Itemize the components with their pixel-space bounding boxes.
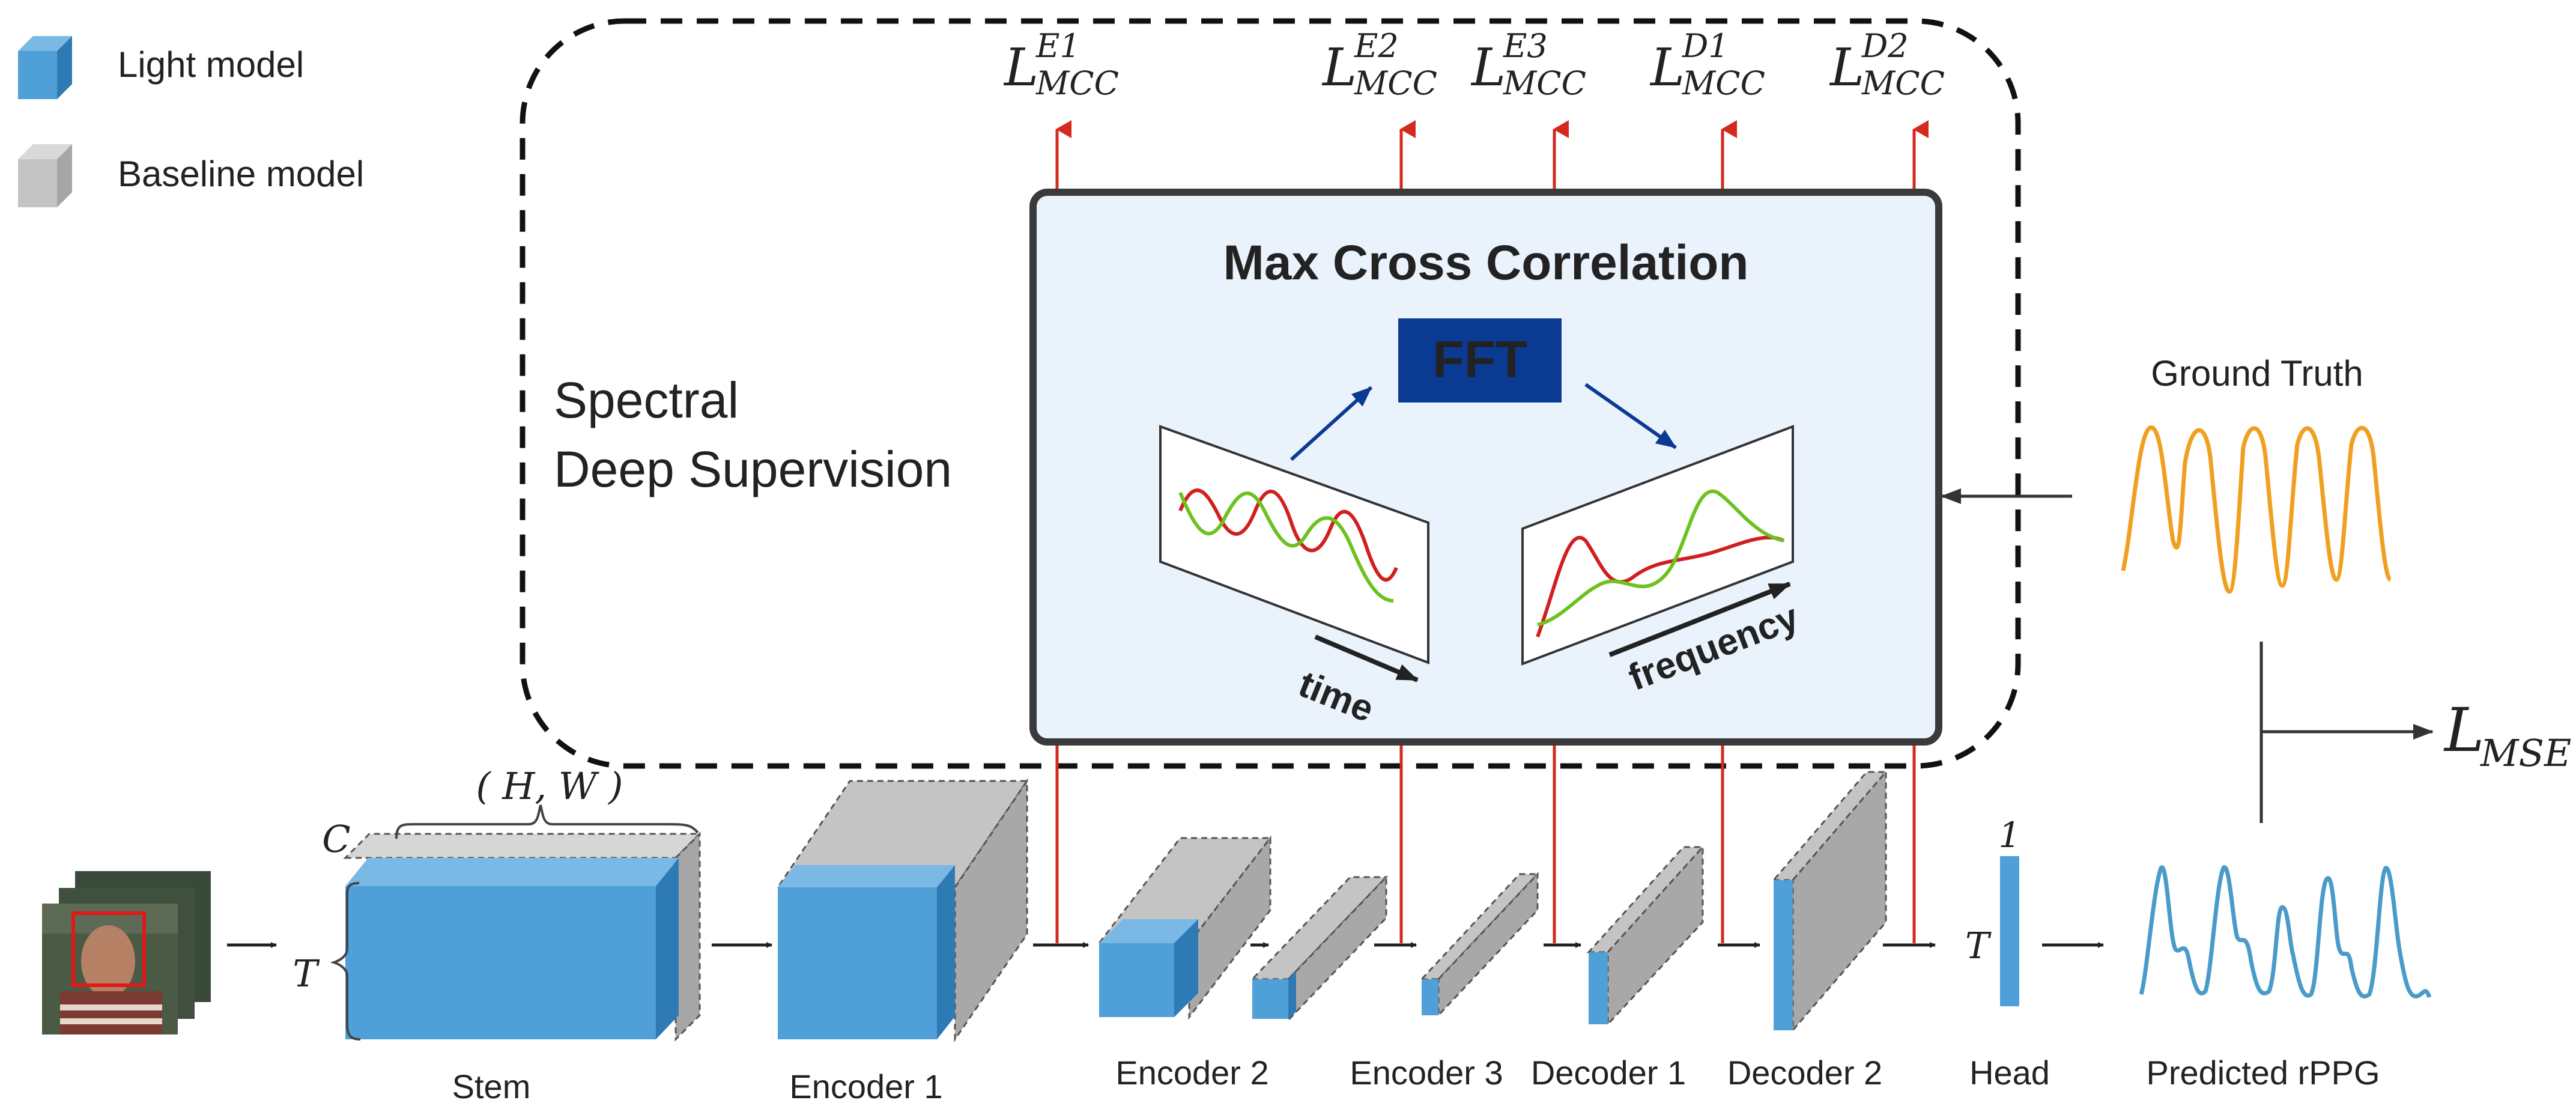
freq-wave-green [1537, 489, 1784, 627]
stage-label-decoder2: Decoder 2 [1727, 1054, 1882, 1092]
encoder2-block [1097, 835, 1273, 1020]
dim-t: T [292, 952, 320, 995]
ground-truth-label: Ground Truth [2151, 353, 2363, 393]
stage-label-encoder3: Encoder 3 [1350, 1054, 1503, 1092]
svg-text:L: L [1470, 38, 1506, 98]
svg-text:MCC: MCC [1682, 64, 1765, 102]
svg-text:MCC: MCC [1354, 64, 1437, 102]
svg-text:D1: D1 [1682, 27, 1729, 65]
supervision-title-line1: Spectral [554, 372, 739, 428]
time-wave-red [1178, 488, 1398, 582]
loss-labels: L E1 MCC L E2 MCC L E3 MCC L D1 MCC L MC… [1003, 27, 1945, 102]
encoder3b-block [1419, 872, 1540, 1018]
time-domain-panel: time [1159, 425, 1429, 731]
max-cross-correlation-box: Max Cross Correlation FFT time frequency [1029, 189, 1942, 746]
decoder1-block [1586, 845, 1705, 1027]
time-wave-green [1178, 491, 1394, 603]
decoder2-block [1771, 769, 1888, 1033]
face-roi-box [71, 911, 146, 987]
encoder1-block [776, 778, 1029, 1042]
loss-label-d2: L MCC D2 MCC [1829, 27, 1945, 102]
loss-label-e1: L E1 MCC [1003, 27, 1119, 102]
svg-text:E3: E3 [1503, 27, 1548, 65]
mse-loss-label: L [2443, 695, 2484, 765]
svg-text:MCC: MCC [1861, 64, 1945, 102]
dim-head-t: T [1965, 925, 1992, 967]
dim-hw: ( H, W ) [476, 764, 623, 808]
svg-text:MCC: MCC [1035, 64, 1119, 102]
legend-light-model: Light model [118, 44, 304, 85]
head-block [2000, 856, 2019, 1006]
dim-c: C [322, 817, 350, 861]
mse-loss-sub: MSE [2480, 731, 2571, 775]
input-face-frames [42, 871, 211, 1035]
stem-dimension-braces [330, 804, 699, 1041]
svg-text:L: L [1003, 38, 1038, 98]
encoder3-block [1250, 875, 1389, 1022]
stage-label-decoder1: Decoder 1 [1531, 1054, 1686, 1092]
legend: Light model Baseline model [18, 36, 364, 207]
deep-supervision-region [520, 18, 2021, 769]
svg-text:E2: E2 [1354, 27, 1399, 65]
stage-label-encoder2: Encoder 2 [1115, 1054, 1268, 1092]
supervision-title-line2: Deep Supervision [554, 441, 952, 497]
from-fft-arrow [1584, 383, 1677, 449]
loss-label-e2: L E2 MCC [1321, 27, 1437, 102]
svg-text:E1: E1 [1035, 27, 1080, 65]
fft-label: FFT [1432, 331, 1527, 389]
dim-head-one: 1 [1999, 815, 2021, 855]
freq-wave-red [1536, 535, 1785, 638]
light-model-swatch [18, 36, 72, 99]
svg-text:L: L [1649, 38, 1685, 98]
predicted-rppg-waveform [2139, 865, 2432, 998]
stem-block [343, 831, 702, 1042]
svg-text:L: L [1829, 38, 1864, 98]
baseline-model-swatch [18, 144, 72, 207]
stage-label-head: Head [1969, 1054, 2050, 1092]
to-fft-arrow [1290, 386, 1373, 461]
fft-block [1398, 318, 1562, 403]
loss-label-d1: L D1 MCC [1649, 27, 1765, 102]
stage-label-stem: Stem [452, 1068, 531, 1105]
predicted-rppg-label: Predicted rPPG [2146, 1054, 2380, 1092]
svg-text:D2: D2 [1861, 27, 1909, 65]
ground-truth-waveform [2121, 425, 2392, 594]
mse-branch: L MSE [2259, 642, 2571, 823]
svg-text:L: L [1321, 38, 1357, 98]
svg-text:MCC: MCC [1503, 64, 1586, 102]
stage-label-encoder1: Encoder 1 [789, 1068, 942, 1105]
loss-label-e3: L E3 MCC [1470, 27, 1586, 102]
legend-baseline-model: Baseline model [118, 154, 364, 194]
mcc-title: Max Cross Correlation [1223, 235, 1749, 290]
